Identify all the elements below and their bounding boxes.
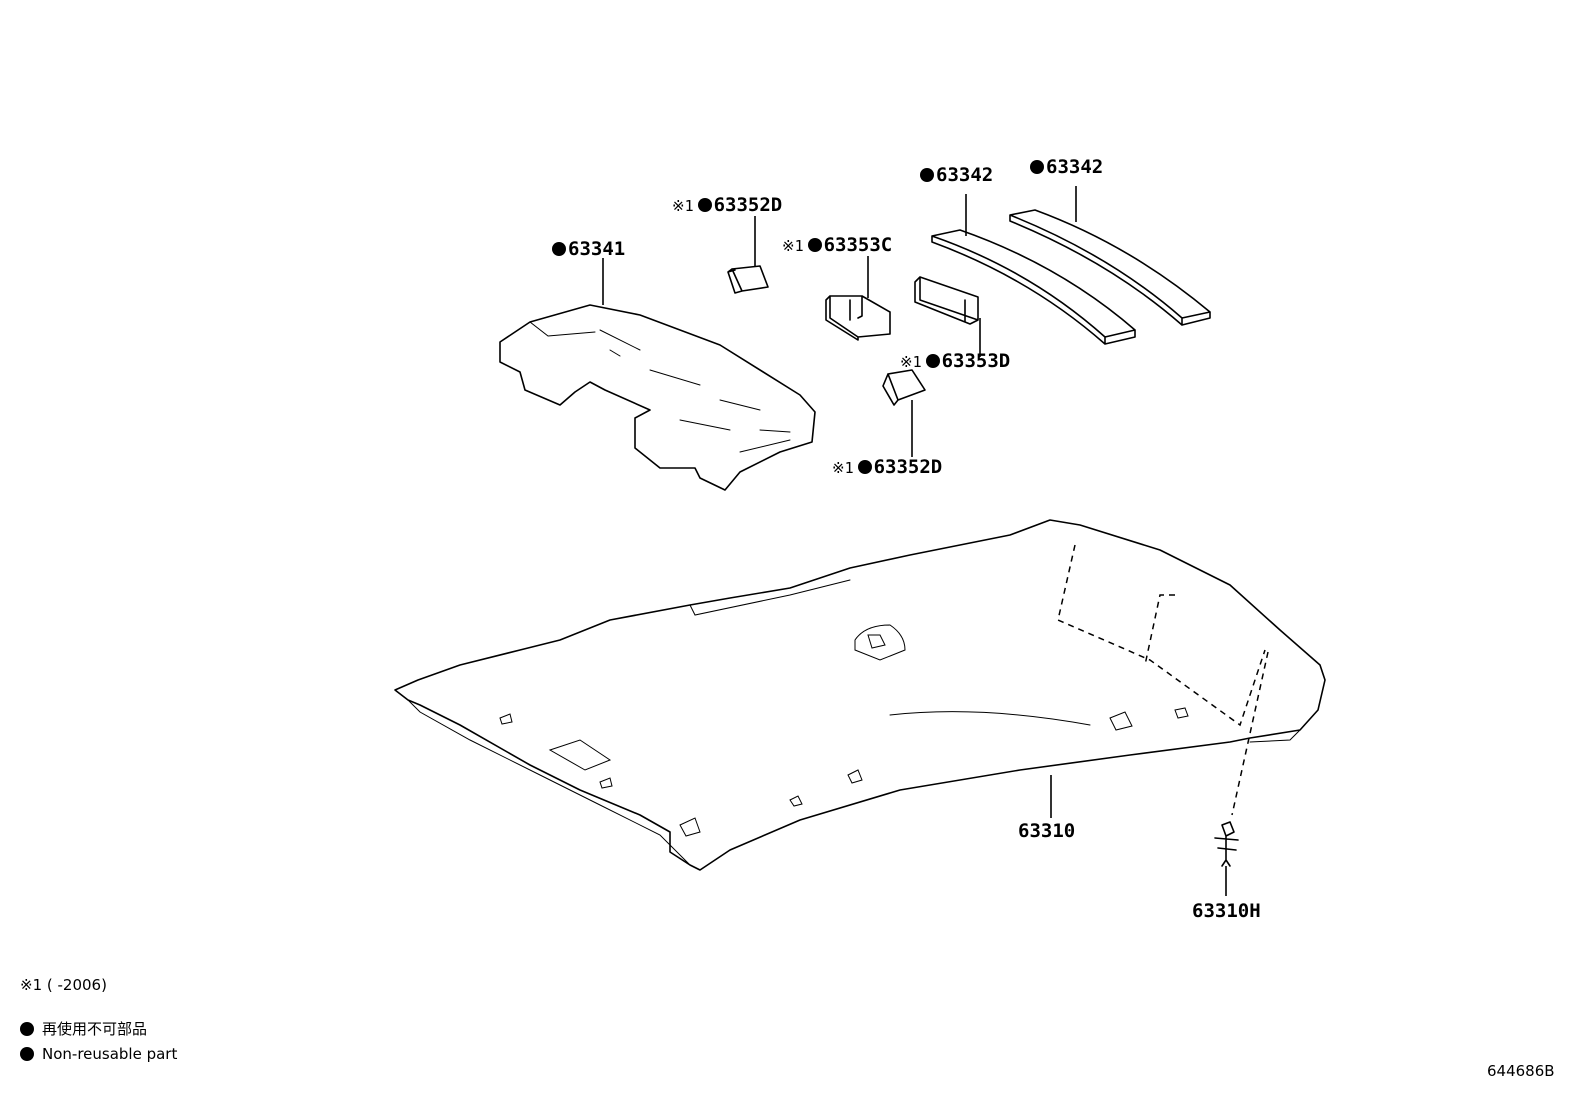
non-reusable-dot-icon [20, 1022, 34, 1036]
label-63310: 63310 [1018, 820, 1076, 842]
label-63341: 63341 [552, 240, 625, 259]
part-63310h-drawing [1214, 821, 1239, 867]
non-reusable-dot-icon [552, 242, 566, 256]
part-63341-drawing [499, 304, 816, 491]
label-63310h: 63310H [1192, 900, 1261, 922]
document-id: 644686B [1487, 1062, 1555, 1080]
non-reusable-dot-icon [20, 1047, 34, 1061]
non-reusable-dot-icon [807, 238, 822, 252]
part-63352d-bottom-drawing [882, 369, 926, 406]
legend-non-reusable-en: Non-reusable part [20, 1047, 177, 1062]
non-reusable-dot-icon [925, 354, 940, 368]
part-63352d-top-drawing [727, 265, 769, 294]
label-63342-a: 63342 [920, 166, 993, 185]
leader-lines [602, 186, 1227, 896]
part-63310-drawing [394, 519, 1326, 871]
non-reusable-dot-icon [697, 198, 712, 212]
non-reusable-dot-icon [1030, 160, 1044, 174]
part-63342-b-drawing [1009, 209, 1211, 326]
label-63342-b: 63342 [1030, 158, 1103, 177]
non-reusable-dot-icon [920, 168, 934, 182]
part-63353d-drawing [914, 276, 979, 325]
part-63342-a-drawing [931, 229, 1136, 345]
legend-non-reusable-jp: 再使用不可部品 [20, 1022, 147, 1037]
legend-note-1: ※1 ( -2006) [20, 976, 107, 994]
part-63353c-drawing [825, 295, 891, 341]
non-reusable-dot-icon [857, 460, 872, 474]
